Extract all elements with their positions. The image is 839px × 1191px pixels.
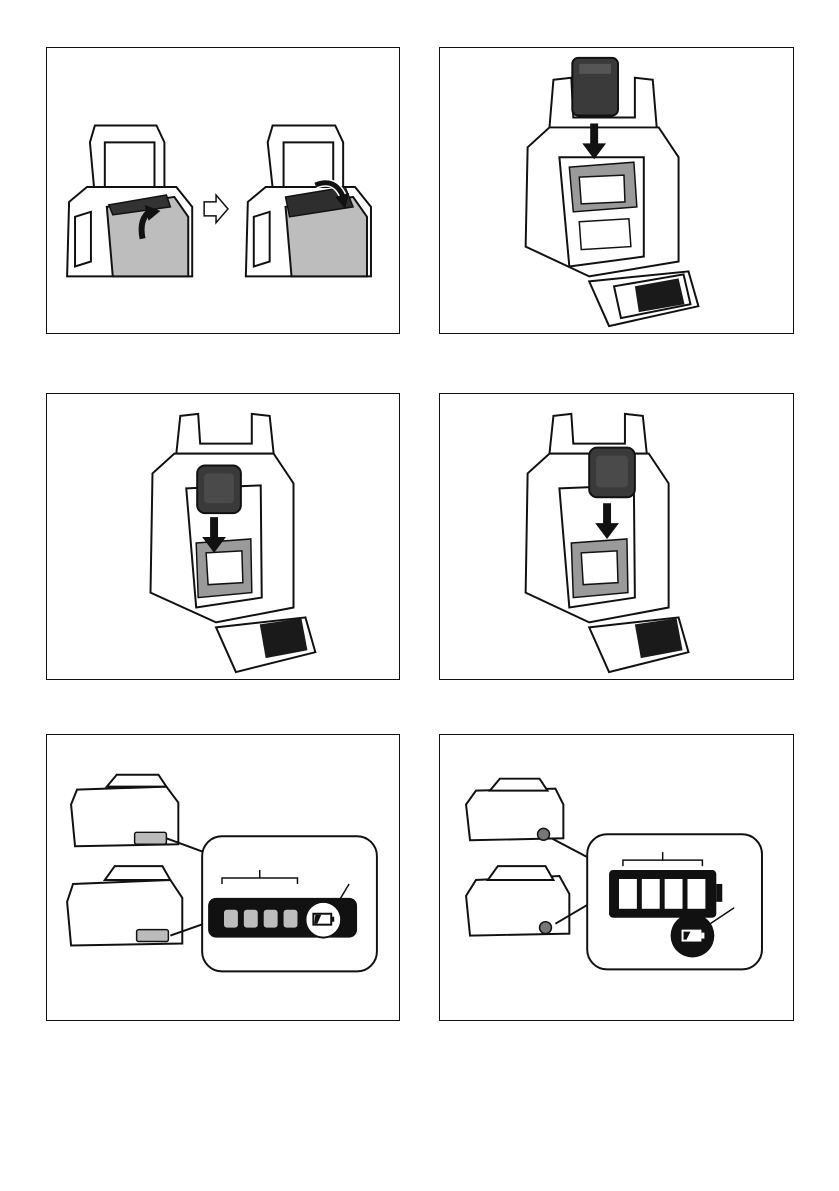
figure-insert-battery-a (439, 47, 794, 334)
capacity-indicator-illustration (47, 735, 399, 1020)
battery-pack-icon (71, 775, 178, 846)
battery-pack-icon (466, 779, 563, 841)
indicator-callout (202, 836, 377, 971)
next-step-arrow-icon (204, 195, 228, 223)
battery-icon (589, 448, 635, 498)
figure-open-close-cover (46, 47, 400, 334)
figure-insert-battery-b (46, 393, 400, 680)
battery-pack-icon (466, 866, 569, 936)
indicator-callout (587, 834, 762, 969)
cover-illustration (47, 48, 399, 333)
capacity-indicator-illustration (440, 735, 793, 1020)
insert-battery-illustration (47, 394, 399, 679)
battery-icon (197, 465, 241, 513)
insert-battery-illustration (440, 48, 793, 333)
radio-body-right (246, 187, 371, 276)
battery-pack-icon (67, 866, 182, 945)
insert-battery-illustration (440, 394, 793, 679)
figure-insert-battery-c (439, 393, 794, 680)
radio-open-icon (151, 414, 316, 672)
battery-icon (572, 58, 618, 116)
battery-check-icon (305, 902, 341, 938)
figure-capacity-indicator-a (46, 734, 400, 1021)
radio-body-left (67, 187, 192, 276)
figure-capacity-indicator-b (439, 734, 794, 1021)
battery-check-icon (671, 914, 715, 958)
